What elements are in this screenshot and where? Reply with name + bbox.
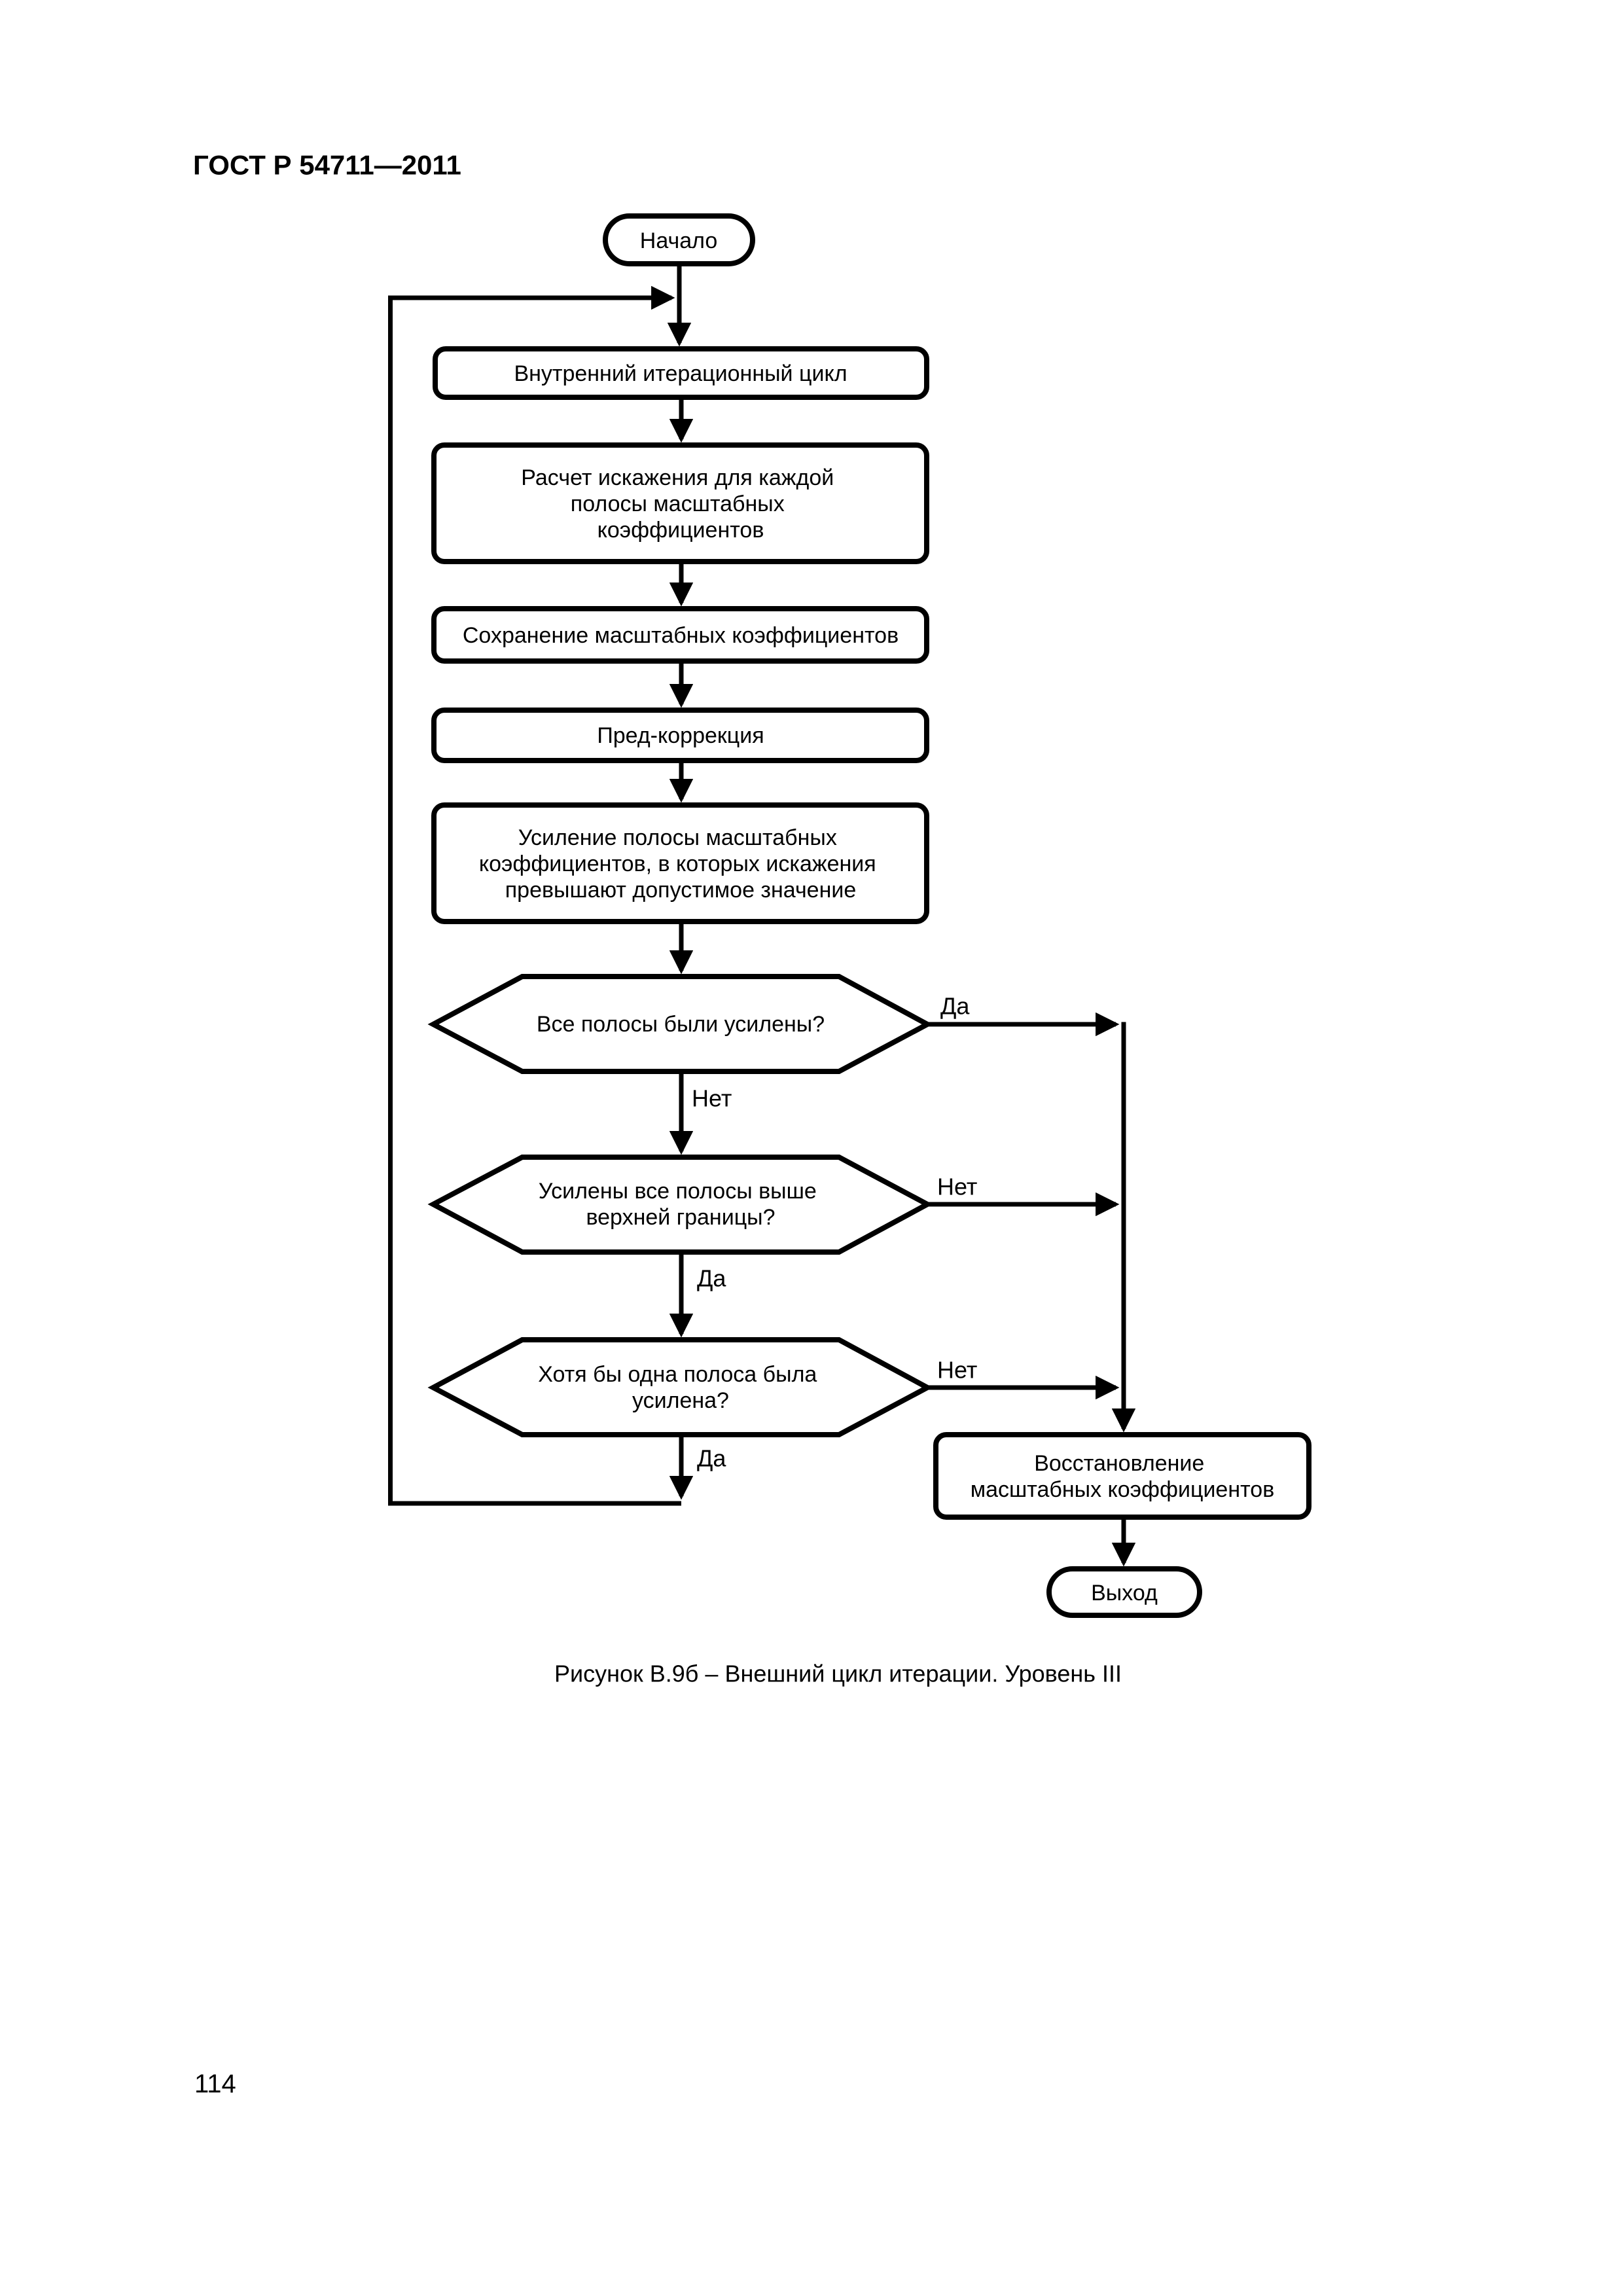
node-restore-coeffs-line2: масштабных коэффициентов [971,1477,1275,1502]
branch-label-no-decision1: Нет [692,1085,732,1112]
node-exit-label: Выход [1091,1581,1158,1605]
node-amplify-bands-label: Усиление полосы масштабных коэффициентов… [479,825,882,903]
page-number: 114 [194,2070,236,2098]
node-inner-loop-label: Внутренний итерационный цикл [514,361,847,386]
document-header: ГОСТ Р 54711—2011 [193,150,461,181]
node-decision-all-amplified [427,974,933,1074]
branch-label-no-decision3: Нет [937,1357,977,1384]
node-save-coeffs-label: Сохранение масштабных коэффициентов [463,623,899,648]
node-decision-above-upper [427,1155,933,1255]
node-calc-distortion-line1: Расчет искажения для каждой [521,465,834,490]
node-save-coeffs-box [431,606,929,664]
node-inner-loop-box [433,346,929,400]
node-precorrection-label: Пред-коррекция [597,723,764,748]
node-amplify-bands-box [431,802,929,924]
node-restore-coeffs-label: Восстановление масштабных коэффициентов [971,1451,1275,1502]
node-restore-coeffs-box [933,1432,1311,1520]
node-decision-at-least-one-label: Хотя бы одна полоса была усилена? [538,1362,823,1413]
node-decision-at-least-one-line2: усилена? [632,1388,729,1413]
node-calc-distortion-line2: полосы масштабных [571,492,785,516]
branch-label-no-decision2: Нет [937,1174,977,1200]
branch-label-yes-decision2: Да [697,1265,726,1292]
node-decision-above-upper-line1: Усилены все полосы выше [539,1179,817,1204]
node-decision-all-amplified-label: Все полосы были усилены? [537,1012,825,1037]
node-calc-distortion-box [431,442,929,564]
node-decision-above-upper-line2: верхней границы? [586,1205,775,1230]
node-decision-at-least-one-line1: Хотя бы одна полоса была [538,1362,817,1387]
node-start-terminator [603,213,755,266]
node-calc-distortion-label: Расчет искажения для каждой полосы масшт… [521,465,840,543]
node-start-label: Начало [640,228,717,253]
node-decision-at-least-one [427,1337,933,1437]
node-decision-above-upper-label: Усилены все полосы выше верхней границы? [539,1179,823,1230]
node-precorrection-box [431,708,929,763]
node-exit-terminator [1046,1566,1202,1618]
branch-label-yes-decision3: Да [697,1445,726,1472]
branch-label-yes-decision1: Да [940,993,970,1020]
node-amplify-bands-line2: коэффициентов, в которых искажения [479,852,876,876]
node-amplify-bands-line1: Усиление полосы масштабных [518,825,837,850]
figure-caption: Рисунок В.9б – Внешний цикл итерации. Ур… [554,1660,1122,1687]
node-calc-distortion-line3: коэффициентов [597,518,764,543]
node-amplify-bands-line3: превышают допустимое значение [505,878,857,903]
node-restore-coeffs-line1: Восстановление [1034,1451,1204,1476]
edge-loop-back [388,285,681,1506]
